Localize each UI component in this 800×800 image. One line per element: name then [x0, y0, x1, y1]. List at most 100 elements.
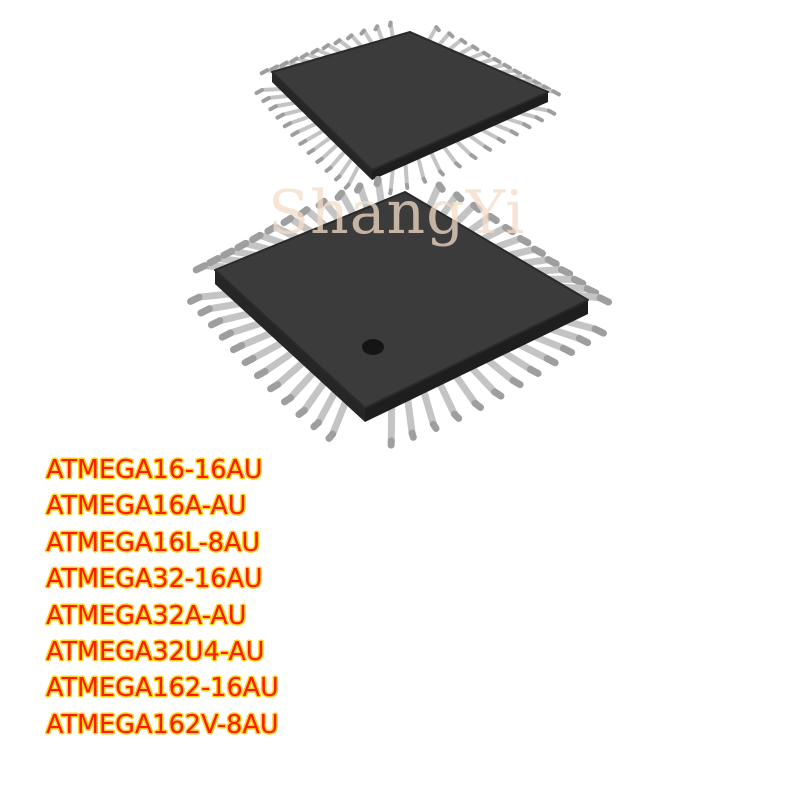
chip-pin-foot — [187, 293, 203, 305]
chip-pin-foot — [290, 129, 300, 137]
chip-pin-foot — [447, 31, 455, 39]
chip-pin-foot — [268, 104, 278, 112]
chip-pin-foot — [481, 50, 491, 58]
chip-pin-foot — [522, 74, 532, 82]
chip-pin-foot — [346, 33, 354, 41]
chip-pin-foot — [512, 68, 522, 76]
chip-pin-foot — [310, 419, 322, 431]
chip-pin-foot — [541, 84, 552, 92]
chip-pin-foot — [334, 174, 342, 182]
chip-pin — [328, 147, 349, 170]
chip-side — [372, 92, 548, 180]
chip-pin-foot — [220, 247, 236, 259]
part-number: ATMEGA32U4-AU — [46, 636, 265, 667]
chip-pin-foot — [259, 68, 270, 76]
chip-pin-foot — [470, 44, 480, 52]
chip-side — [272, 72, 372, 180]
chip-pin-foot — [543, 355, 559, 367]
chip-pin-foot — [333, 38, 342, 46]
chip-pin-foot — [280, 214, 294, 227]
chip-pin-foot — [306, 147, 316, 155]
chip-pin-foot — [373, 176, 382, 188]
chip-pin-foot — [454, 161, 462, 169]
chip-pin-foot — [469, 153, 478, 161]
chip-pin — [337, 154, 356, 179]
chip-pin-foot — [502, 62, 512, 70]
chip-pin-foot — [373, 24, 380, 32]
watermark-text: ShangYi — [268, 178, 526, 248]
chip-pin-foot — [388, 188, 393, 196]
chip-pin-foot — [299, 52, 309, 60]
chip-pin-foot — [324, 165, 333, 173]
chip-pin-foot — [295, 406, 308, 419]
chip-pin-foot — [453, 191, 465, 203]
chip-pin-foot — [534, 115, 544, 123]
part-number: ATMEGA32A-AU — [46, 600, 247, 631]
chip-pin — [303, 127, 328, 143]
chip-pin-foot — [264, 223, 279, 235]
chip-pin-foot — [470, 201, 483, 214]
chip-pin-foot — [275, 112, 285, 120]
chip-pin-foot — [522, 122, 532, 130]
chip-pin-foot — [570, 275, 587, 288]
chip-pin-foot — [249, 231, 264, 244]
chip-side — [215, 270, 365, 422]
part-number: ATMEGA16L-8AU — [46, 527, 261, 558]
chip-pin-foot — [532, 79, 542, 87]
chip-pin-foot — [298, 138, 308, 146]
chip-pin-foot — [471, 399, 484, 411]
chip-pin-foot — [282, 121, 293, 129]
chip-pin-foot — [451, 410, 463, 422]
chip-pin-foot — [421, 176, 428, 184]
part-number: ATMEGA16-16AU — [46, 455, 263, 485]
chip-pin-foot — [343, 182, 351, 190]
chip-pin-foot — [546, 108, 557, 116]
chip-pin-foot — [435, 181, 446, 193]
chip-pin-foot — [229, 341, 246, 354]
chip-pin — [434, 376, 459, 418]
chip-pin-foot — [502, 224, 517, 236]
pin1-marker — [362, 339, 384, 355]
chip-pin-foot — [434, 25, 441, 33]
chip-pin-foot — [315, 156, 324, 164]
chip-pin — [249, 337, 289, 362]
large-qfp-chip — [187, 176, 613, 449]
chip-side — [365, 300, 588, 422]
chip-pin-foot — [254, 88, 265, 96]
chip-pin-foot — [269, 64, 279, 72]
chip-pin-foot — [429, 420, 440, 432]
chip-top-face — [271, 31, 549, 171]
chip-pin-foot — [544, 256, 560, 268]
chip-pin-foot — [280, 394, 295, 406]
chip-pin-foot — [354, 182, 364, 194]
chip-pin — [346, 161, 362, 187]
chip-pin-foot — [438, 169, 445, 177]
chip-pin-foot — [218, 329, 235, 341]
chip-pin — [329, 394, 351, 438]
chip-pin-foot — [359, 28, 367, 36]
chip-pin-foot — [197, 305, 213, 317]
chip-pin-foot — [334, 189, 346, 201]
chip-pin-foot — [241, 354, 257, 367]
chip-pin-foot — [315, 197, 328, 209]
chip-pin-foot — [279, 60, 289, 68]
part-number-list: ATMEGA16-16AU ATMEGA16A-AU ATMEGA16L-8AU… — [46, 452, 279, 743]
chip-pin-foot — [325, 430, 337, 442]
small-qfp-chip — [254, 20, 561, 196]
chip-pin-foot — [551, 89, 561, 97]
chip-pin-foot — [486, 212, 500, 225]
chip-pin-foot — [575, 334, 592, 347]
chip-pin — [319, 140, 342, 161]
chip-pin-foot — [261, 96, 271, 104]
chip-pin-foot — [483, 144, 493, 152]
chip-pin-foot — [583, 285, 600, 297]
chip-pin-foot — [289, 56, 299, 64]
chip-pin-foot — [192, 262, 208, 274]
chip-pin-foot — [591, 325, 607, 337]
chip-pin — [261, 347, 299, 375]
chip-pin-foot — [267, 381, 282, 393]
chip-pin-foot — [530, 245, 546, 257]
chip-pin-foot — [310, 47, 320, 55]
chip-pin — [274, 356, 310, 389]
chip-pin — [300, 375, 330, 414]
